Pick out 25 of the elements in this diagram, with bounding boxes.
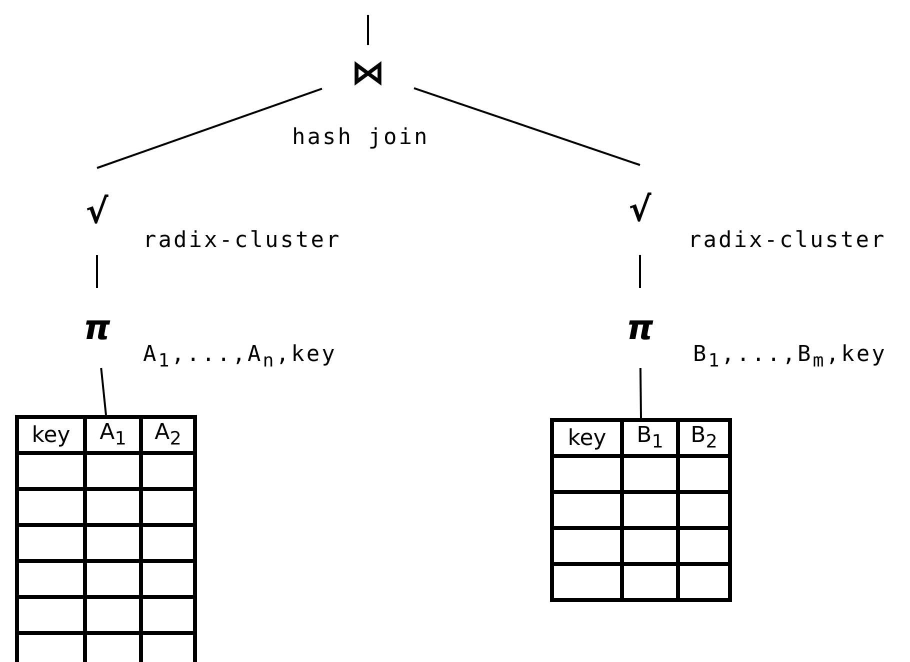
operator-label: radix-cluster: [688, 228, 886, 253]
data-table: [550, 418, 732, 602]
column-header: B$_{2}$: [690, 423, 718, 448]
column-header: key: [32, 422, 70, 448]
connector-line: [96, 88, 322, 169]
operator-label: hash join: [292, 125, 430, 150]
column-header: B$_{1}$: [636, 423, 664, 448]
operator-label: B$_{1}$,...,B$_{m}$,key: [693, 342, 887, 372]
connector-line: [100, 368, 107, 416]
connector-line: [639, 368, 642, 418]
column-header: A$_{1}$: [100, 420, 126, 446]
connector-line: [414, 87, 640, 166]
join-symbol: ⋈: [322, 45, 414, 100]
connector-line: [639, 255, 641, 288]
projection-symbol: π: [77, 288, 117, 368]
operator-label: A$_{1}$,...,A$_{n}$,key: [143, 342, 337, 372]
radix-symbol: √: [620, 165, 660, 255]
radix-symbol: √: [77, 168, 117, 255]
operator-label: radix-cluster: [143, 228, 342, 253]
data-table: [15, 415, 197, 662]
projection-symbol: π: [620, 288, 660, 368]
column-header: A$_{2}$: [154, 420, 182, 446]
connector-line: [96, 255, 98, 288]
column-header: key: [568, 426, 606, 450]
connector-line: [367, 15, 369, 45]
